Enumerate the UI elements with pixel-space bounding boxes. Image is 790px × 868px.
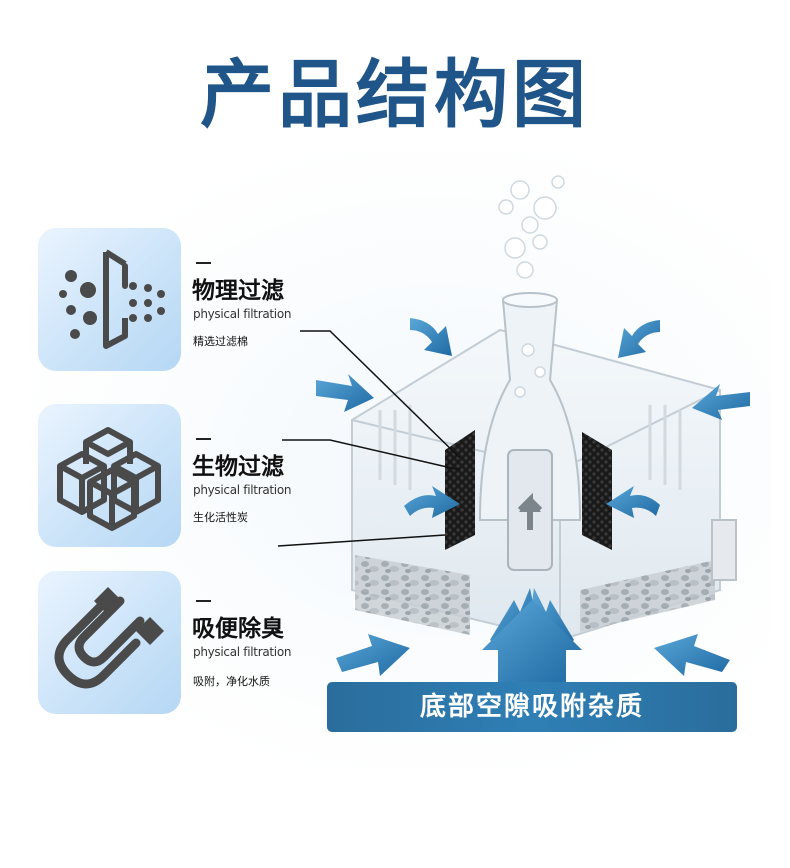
carbon-panel-right — [582, 432, 612, 550]
bottom-banner: 底部空隙吸附杂质 — [327, 682, 737, 732]
